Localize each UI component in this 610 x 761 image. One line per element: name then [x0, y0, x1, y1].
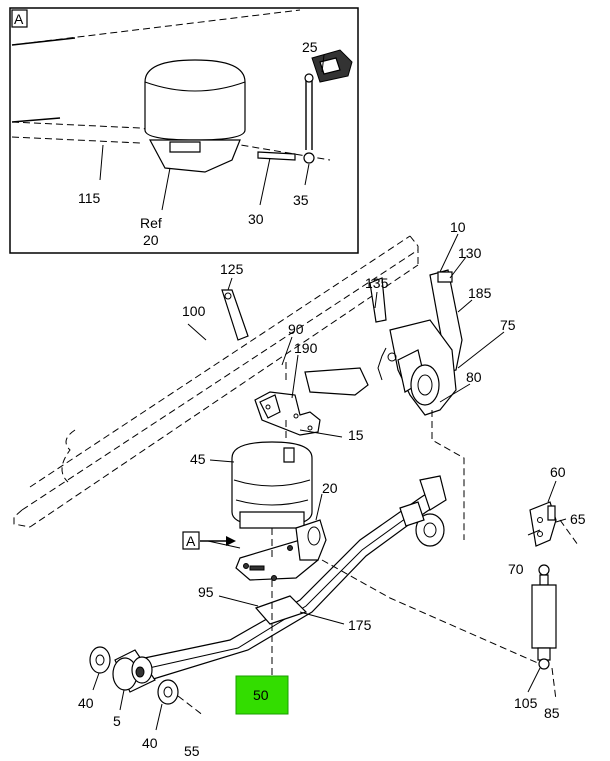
frame-rail: [13, 235, 419, 528]
highlight-box[interactable]: [235, 675, 289, 715]
highlighted-part-50[interactable]: 50: [235, 675, 289, 715]
callout-45: 45: [190, 451, 206, 467]
callout-100: 100: [182, 303, 206, 319]
spring-seat: [235, 519, 327, 581]
callout-35: 35: [293, 192, 309, 208]
inset-detail-a: A 25 115 Ref: [9, 7, 359, 254]
callout-95: 95: [198, 584, 214, 600]
callout-125: 125: [220, 261, 244, 277]
leader-lines: [92, 233, 567, 731]
air-spring: [231, 441, 313, 529]
callout-90: 90: [288, 321, 304, 337]
callout-185: 185: [468, 285, 492, 301]
axle-wedge: [254, 595, 308, 625]
callout-85: 85: [544, 705, 560, 721]
detail-a-label: A: [186, 533, 196, 549]
callout-25: 25: [302, 39, 318, 55]
callout-60: 60: [550, 464, 566, 480]
callout-175: 175: [348, 617, 372, 633]
callout-40-bottom: 40: [142, 735, 158, 751]
pivot-bushing: [89, 646, 179, 705]
callout-5: 5: [113, 713, 121, 729]
callout-105: 105: [514, 695, 538, 711]
front-hanger-bracket: [369, 269, 463, 416]
mount-plate: [221, 289, 249, 341]
callout-ref: Ref: [140, 215, 162, 231]
callout-30: 30: [248, 211, 264, 227]
callout-10: 10: [450, 219, 466, 235]
callout-20-inset: 20: [143, 232, 159, 248]
assembly-guide-lines: [177, 362, 579, 717]
callout-40-left: 40: [78, 695, 94, 711]
callout-70: 70: [508, 561, 524, 577]
callout-135: 135: [365, 275, 389, 291]
detail-a-marker: A: [182, 531, 236, 550]
air-spring-bracket: [254, 367, 369, 436]
callout-130: 130: [458, 245, 482, 261]
trailing-arm: [133, 475, 447, 681]
callout-75: 75: [500, 317, 516, 333]
inset-label: A: [14, 11, 24, 27]
callout-15: 15: [348, 427, 364, 443]
callout-65: 65: [570, 511, 586, 527]
callout-115: 115: [78, 190, 101, 206]
callout-50[interactable]: 50: [253, 687, 269, 703]
callout-55: 55: [184, 743, 200, 759]
inset-air-spring: [144, 59, 246, 173]
callout-190: 190: [294, 340, 318, 356]
callout-80: 80: [466, 369, 482, 385]
shock-absorber: [529, 501, 557, 670]
callout-20: 20: [322, 480, 338, 496]
